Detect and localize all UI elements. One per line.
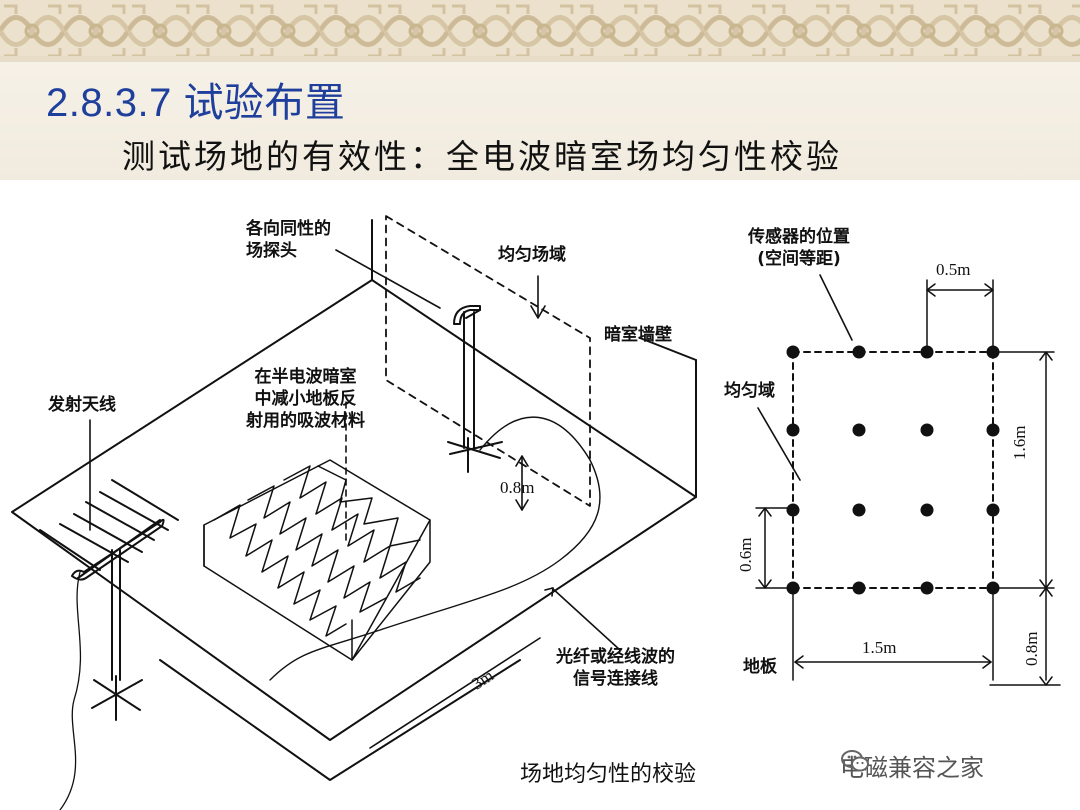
label-spacing-h: 0.5m xyxy=(936,260,971,279)
dim-1-6m xyxy=(994,351,1055,589)
uniform-field-plane xyxy=(385,215,591,507)
label-width-total: 1.5m xyxy=(862,638,897,657)
uniform-area-leader xyxy=(757,407,801,481)
test-setup-diagram: 各向同性的 场探头 均匀场域 暗室墙壁 在半电波暗室 中减小地板反 射用的吸波材… xyxy=(0,180,1080,810)
wechat-icon xyxy=(841,750,869,772)
label-tx-antenna: 发射天线 xyxy=(48,395,116,415)
slide-subtitle: 测试场地的有效性：全电波暗室场均匀性校验 xyxy=(122,137,842,176)
label-sensor-line1: 传感器的位置 xyxy=(748,227,850,247)
slide-title: 2.8.3.7 试验布置 xyxy=(46,81,346,125)
label-absorber-line1: 在半电波暗室 xyxy=(254,367,357,387)
floor-front-edge xyxy=(159,659,521,781)
antenna-mast xyxy=(111,549,121,681)
sensor-grid xyxy=(792,351,994,589)
label-probe-line1: 各向同性的 xyxy=(246,219,331,239)
label-probe-height: 0.8m xyxy=(500,478,535,497)
antenna-boom xyxy=(71,518,165,581)
label-absorber-line3: 射用的吸波材料 xyxy=(246,411,365,431)
label-floor: 地板 xyxy=(743,657,777,677)
signal-cable xyxy=(269,416,601,681)
label-cable: 光纤或经线波的 信号连接线 xyxy=(556,646,675,690)
probe-leader xyxy=(335,249,441,309)
dim-0-6m xyxy=(755,507,794,589)
wall-label-leader xyxy=(639,337,697,361)
sensor-dots xyxy=(786,345,1000,595)
decorative-banner xyxy=(0,0,1080,62)
diagram-drawing xyxy=(11,215,1061,810)
dim-1-5m xyxy=(792,589,994,681)
antenna-cable xyxy=(59,571,82,810)
label-chamber-wall: 暗室墙壁 xyxy=(604,325,672,345)
label-sensor-position: 传感器的位置 (空间等距) xyxy=(748,226,850,270)
diagram-caption: 场地均匀性的校验 xyxy=(520,762,697,787)
label-height-total: 1.6m xyxy=(1010,425,1029,460)
probe-head xyxy=(453,305,481,325)
label-uniform-field: 均匀场域 xyxy=(498,245,566,265)
label-absorber: 在半电波暗室 中减小地板反 射用的吸波材料 xyxy=(246,366,365,432)
sensor-leader xyxy=(819,274,853,341)
distance-arrow xyxy=(369,637,541,749)
cable-leader xyxy=(551,587,621,651)
label-cable-line1: 光纤或经线波的 xyxy=(556,647,675,667)
watermark: 电磁兼容之家 xyxy=(840,748,984,783)
absorber-material xyxy=(203,459,431,661)
header-band xyxy=(0,62,1080,180)
label-uniform-area: 均匀域 xyxy=(724,381,775,401)
banner-pattern xyxy=(0,0,1080,62)
antenna-base xyxy=(91,675,143,721)
label-probe: 各向同性的 场探头 xyxy=(246,218,331,262)
label-floor-height: 0.8m xyxy=(1022,631,1041,666)
label-sensor-line2: (空间等距) xyxy=(757,249,841,269)
label-probe-line2: 场探头 xyxy=(246,241,297,261)
probe-base xyxy=(447,437,503,473)
label-absorber-line2: 中减小地板反 xyxy=(254,389,357,409)
dim-0-8m-floor xyxy=(989,587,1061,686)
dim-0-5m xyxy=(926,279,994,353)
probe-mast xyxy=(463,309,481,449)
label-spacing-v: 0.6m xyxy=(736,537,755,572)
label-cable-line2: 信号连接线 xyxy=(573,669,658,689)
